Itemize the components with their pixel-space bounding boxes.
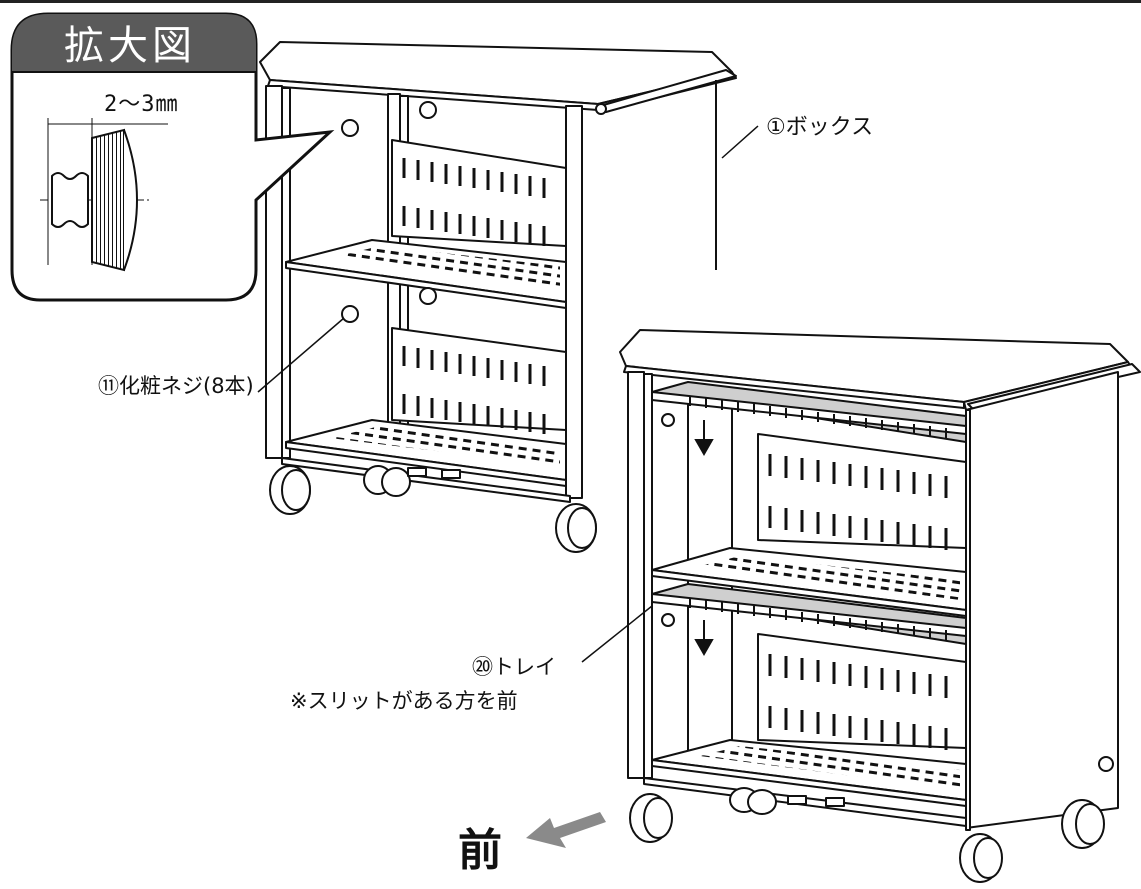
leader-lines [257, 125, 759, 663]
label-box: ①ボックス [766, 115, 874, 140]
cabinet-with-trays [619, 329, 1141, 883]
label-decorative-screws: ⑪化粧ネジ(8本) [98, 374, 254, 398]
label-tray: ⑳トレイ [472, 655, 556, 679]
tray-slots [689, 396, 947, 640]
cabinet-with-trays-shelf-slots [700, 556, 960, 790]
label-front: 前 [458, 825, 502, 876]
top-rule [0, 0, 1141, 3]
arrow-down-icon [694, 420, 714, 657]
cabinet-box-vents [402, 158, 546, 434]
zoom-callout [10, 12, 335, 302]
cabinet-with-trays-vents [768, 454, 948, 750]
cabinet-box [259, 41, 737, 553]
zoom-dimension-label: 2～3㎜ [104, 92, 179, 117]
arrow-down-left-icon [526, 812, 606, 848]
cabinet-box-shelf-slots [330, 246, 560, 466]
label-tray-note: ※スリットがある方を前 [290, 689, 518, 713]
zoom-title: 拡大図 [64, 23, 196, 69]
